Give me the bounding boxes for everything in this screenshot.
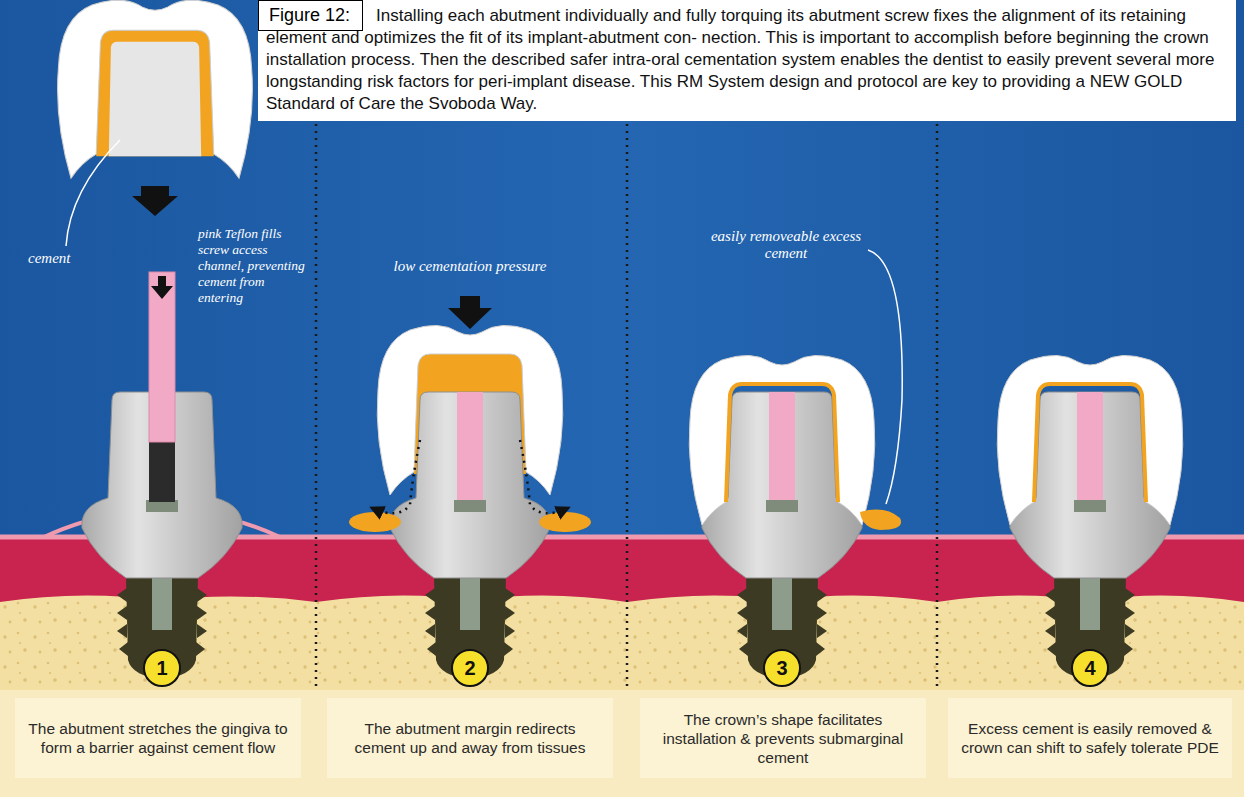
step-caption: The crown’s shape facilitates installati… (640, 698, 926, 778)
callout-number: 1 (143, 649, 181, 687)
crown-cementation (349, 512, 401, 532)
callout-number: 3 (763, 649, 801, 687)
crown-cementation (448, 296, 492, 329)
part-label: cement (28, 250, 108, 267)
figure-label: Figure 12: (258, 0, 363, 31)
callout-number: 4 (1071, 649, 1109, 687)
panel-divider (315, 96, 318, 690)
gingiva (0, 505, 44, 537)
crown-cementation (539, 512, 591, 532)
crown-with-cement (96, 30, 214, 156)
abutment (149, 272, 175, 442)
crown-cementation (457, 392, 483, 500)
box-text: The abutment stretches the gingiva to fo… (25, 719, 291, 757)
crown-seated (997, 355, 1183, 525)
panel-divider (316, 96, 937, 690)
crown-seated (868, 250, 902, 504)
leader-line (66, 140, 120, 246)
abutment (149, 442, 175, 502)
arrow (132, 186, 178, 216)
part-label: easily removeable excess cement (710, 228, 862, 262)
crown-seated (689, 250, 902, 578)
crown-with-cement (58, 0, 253, 178)
part-label: pink Teflon fills screw access channel, … (198, 226, 306, 306)
crown-seated (860, 510, 901, 530)
box-text: Figure 12: (269, 5, 350, 25)
callout-number: 2 (464, 657, 475, 680)
part-label: low cementation pressure (392, 258, 548, 275)
step-caption: The abutment margin redirects cement up … (327, 698, 613, 778)
crown-with-cement (58, 0, 253, 178)
box-text: Excess cement is easily removed & crown … (958, 719, 1222, 757)
crown-seated (726, 384, 838, 502)
callout-number: 4 (1084, 657, 1095, 680)
crown-seated (997, 355, 1183, 578)
crown-with-cement (109, 42, 201, 156)
box-text: Installing each abutment individually an… (266, 5, 1226, 115)
crown-cementation (372, 440, 420, 513)
box-text: The crown’s shape facilitates installati… (650, 710, 916, 767)
crown-seated (769, 392, 795, 500)
bottom-band (0, 690, 1244, 797)
abutment (44, 272, 280, 578)
description-box: Installing each abutment individually an… (258, 0, 1236, 121)
box-text: The abutment margin redirects cement up … (337, 719, 603, 757)
crown-seated (1034, 384, 1146, 502)
crown-cementation (349, 296, 591, 578)
crown-seated (1077, 392, 1103, 500)
panel-divider (936, 96, 939, 690)
callout-number: 1 (156, 657, 167, 680)
callout-number: 3 (776, 657, 787, 680)
crown-cementation (377, 325, 563, 495)
step-caption: Excess cement is easily removed & crown … (948, 698, 1232, 778)
callout-number: 2 (451, 649, 489, 687)
abutment (151, 276, 173, 299)
crown-seated (689, 355, 875, 525)
panel-divider (626, 96, 629, 690)
step-caption: The abutment stretches the gingiva to fo… (15, 698, 301, 778)
crown-cementation (520, 440, 568, 513)
